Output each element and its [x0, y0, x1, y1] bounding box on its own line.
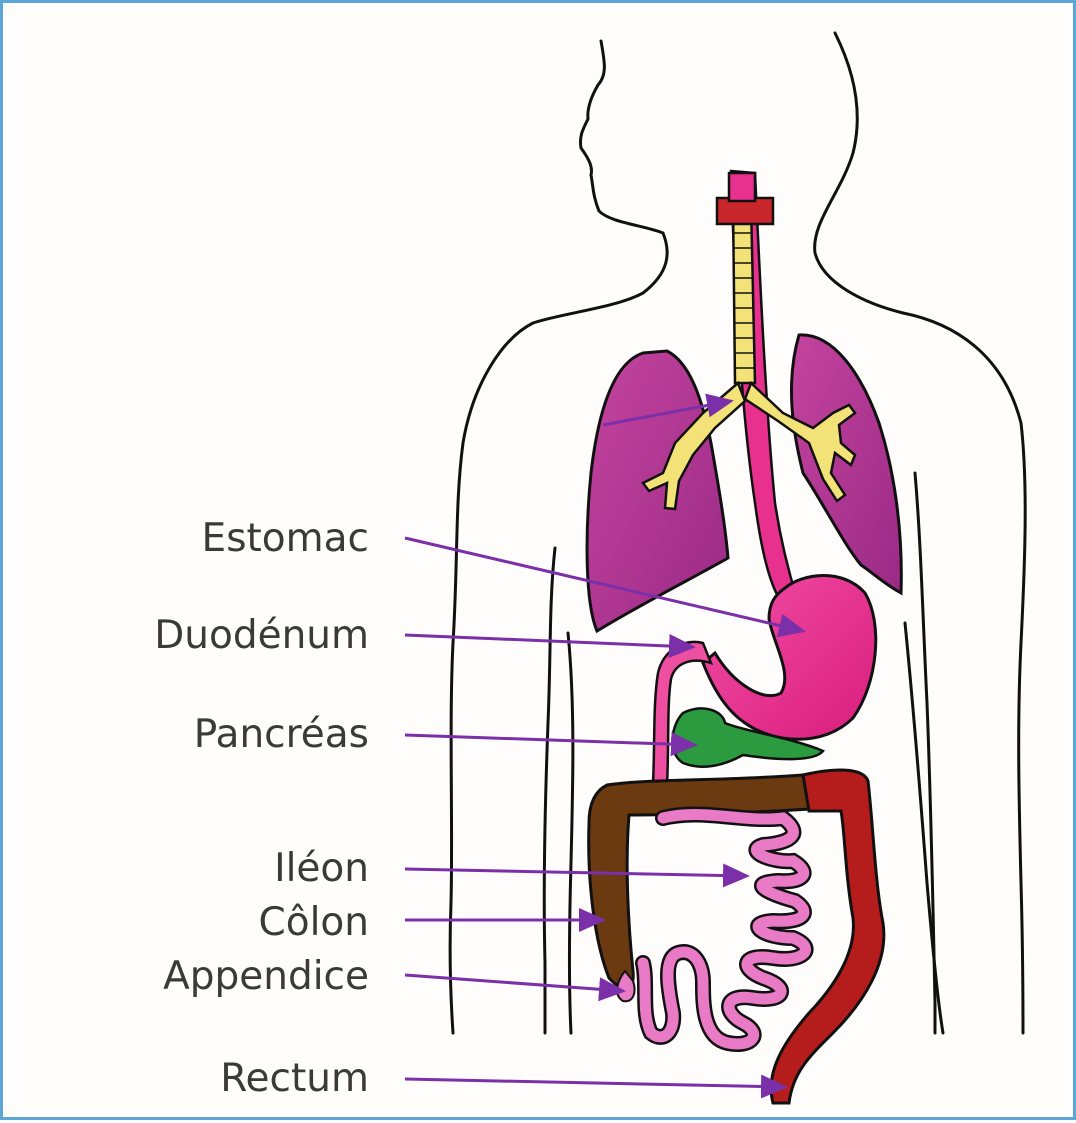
ileum: [643, 814, 806, 1044]
larynx-top: [729, 173, 755, 201]
label-rectum: Rectum: [220, 1059, 369, 1098]
label-estomac: Estomac: [202, 519, 369, 558]
left-arm-inner-line: [544, 548, 555, 1033]
left-lung: [587, 351, 728, 631]
right-lung: [791, 335, 901, 593]
arrow-ileon: [405, 869, 747, 876]
stomach: [703, 576, 876, 740]
arrow-pancreas: [405, 735, 695, 745]
label-ileon: Iléon: [274, 849, 369, 888]
label-duodenum: Duodénum: [154, 616, 369, 655]
left-arm-inner-line-2: [568, 633, 573, 1033]
right-arm-inner-line-2: [905, 623, 943, 1033]
label-colon: Côlon: [258, 903, 369, 942]
arrow-appendice: [405, 975, 623, 991]
label-appendice: Appendice: [163, 957, 369, 996]
arrow-rectum: [405, 1079, 785, 1087]
label-pancreas: Pancréas: [194, 715, 369, 754]
